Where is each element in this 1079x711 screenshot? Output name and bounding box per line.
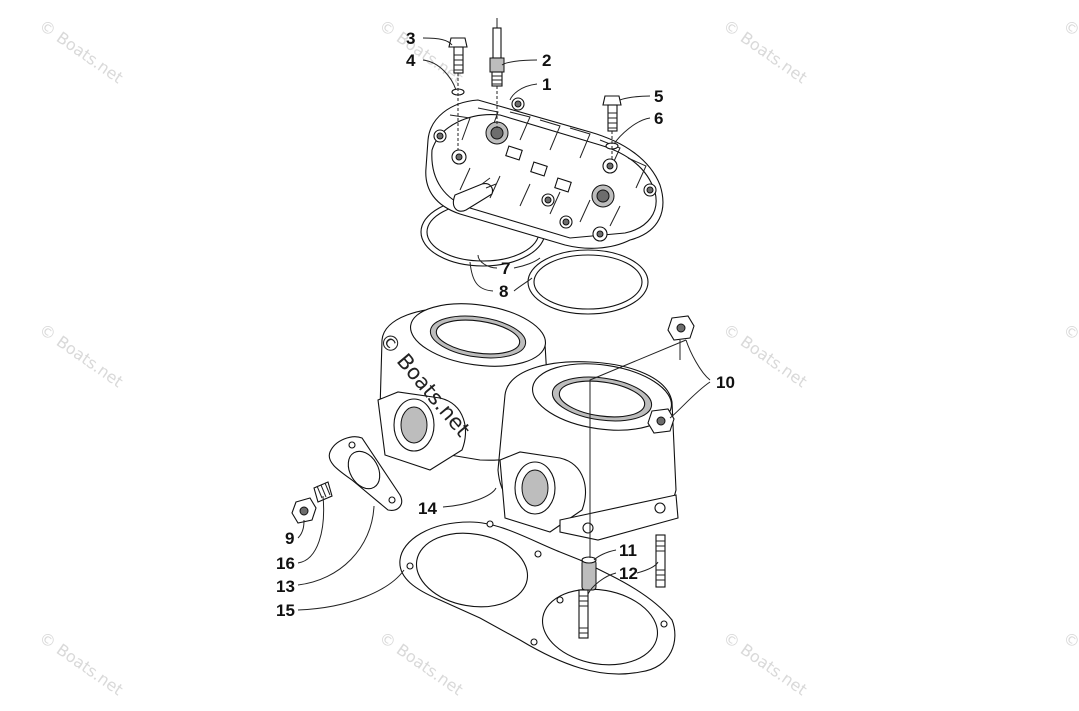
callout-1: 1 [542,75,551,94]
callout-14: 14 [418,499,437,518]
callout-15: 15 [276,601,295,620]
callout-2: 2 [542,51,551,70]
watermark: © Boats.net [1060,16,1079,88]
callout-3: 3 [406,29,415,48]
watermark: © Boats.net [1060,628,1079,700]
callout-11: 11 [619,541,637,560]
cylinder-head [425,97,664,249]
callout-8: 8 [499,282,508,301]
callout-6: 6 [654,109,663,128]
exhaust-stud-and-nut [291,481,333,524]
head-gaskets [420,197,649,315]
exhaust-gasket [328,436,403,511]
head-bolt-right [602,95,622,160]
callout-12: 12 [619,564,638,583]
callout-9: 9 [285,529,294,548]
cylinder-studs [578,534,666,639]
leader-lines [297,37,711,611]
watermark: © Boats.net [1060,320,1079,392]
watermark: © Boats.net [376,628,467,700]
head-bolt-left [448,37,468,150]
watermark: © Boats.net [36,320,127,392]
watermark: © Boats.net [720,628,811,700]
cylinder-nuts [647,315,695,434]
watermark: © Boats.net [720,16,811,88]
watermark: © Boats.net [36,628,127,700]
callout-4: 4 [406,51,416,70]
dowel-pin [581,556,597,591]
head-gasket-rear-inner [533,254,643,310]
watermark: © Boats.net [36,16,127,88]
base-gasket [399,520,676,675]
cylinder-block [377,303,679,541]
callout-5: 5 [654,87,663,106]
watermark: © Boats.net [376,16,467,88]
callout-7: 7 [501,259,510,278]
spark-plug [489,18,505,128]
callout-13: 13 [276,577,295,596]
callout-16: 16 [276,554,295,573]
callout-10: 10 [716,373,735,392]
callout-labels: 3 4 2 1 5 6 7 8 10 14 9 16 13 15 11 12 [276,29,735,620]
